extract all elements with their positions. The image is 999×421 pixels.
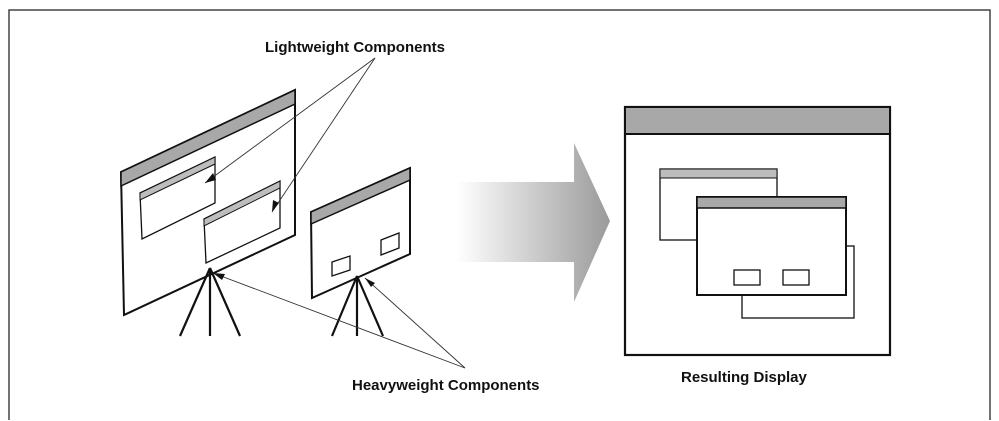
outer-frame [8, 9, 991, 420]
label-resulting-display: Resulting Display [681, 369, 808, 386]
heavyweight-box-1 [331, 255, 351, 277]
lightweight-pointer-lines [204, 57, 376, 213]
result-front-window [696, 196, 847, 296]
large-screen [119, 88, 296, 317]
large-screen-title-bar [120, 88, 296, 188]
small-screen [309, 166, 411, 300]
heavyweight-pointer-lines [212, 272, 466, 369]
result-box-2 [782, 269, 810, 286]
small-screen-title-bar [310, 166, 411, 226]
large-tripod [178, 267, 242, 337]
label-heavyweight: Heavyweight Components [352, 377, 540, 394]
result-display [623, 105, 892, 357]
lightweight-pointer-arrowheads [205, 173, 279, 212]
lightweight-window-2 [203, 179, 281, 265]
result-title-bar [624, 106, 891, 135]
heavyweight-box-2 [380, 232, 400, 256]
lightweight-window-1 [139, 155, 216, 241]
transform-arrow [457, 143, 610, 302]
heavyweight-pointer-arrowheads [213, 273, 375, 287]
label-lightweight: Lightweight Components [265, 39, 445, 56]
result-box-1 [733, 269, 761, 286]
small-tripod [330, 275, 385, 337]
